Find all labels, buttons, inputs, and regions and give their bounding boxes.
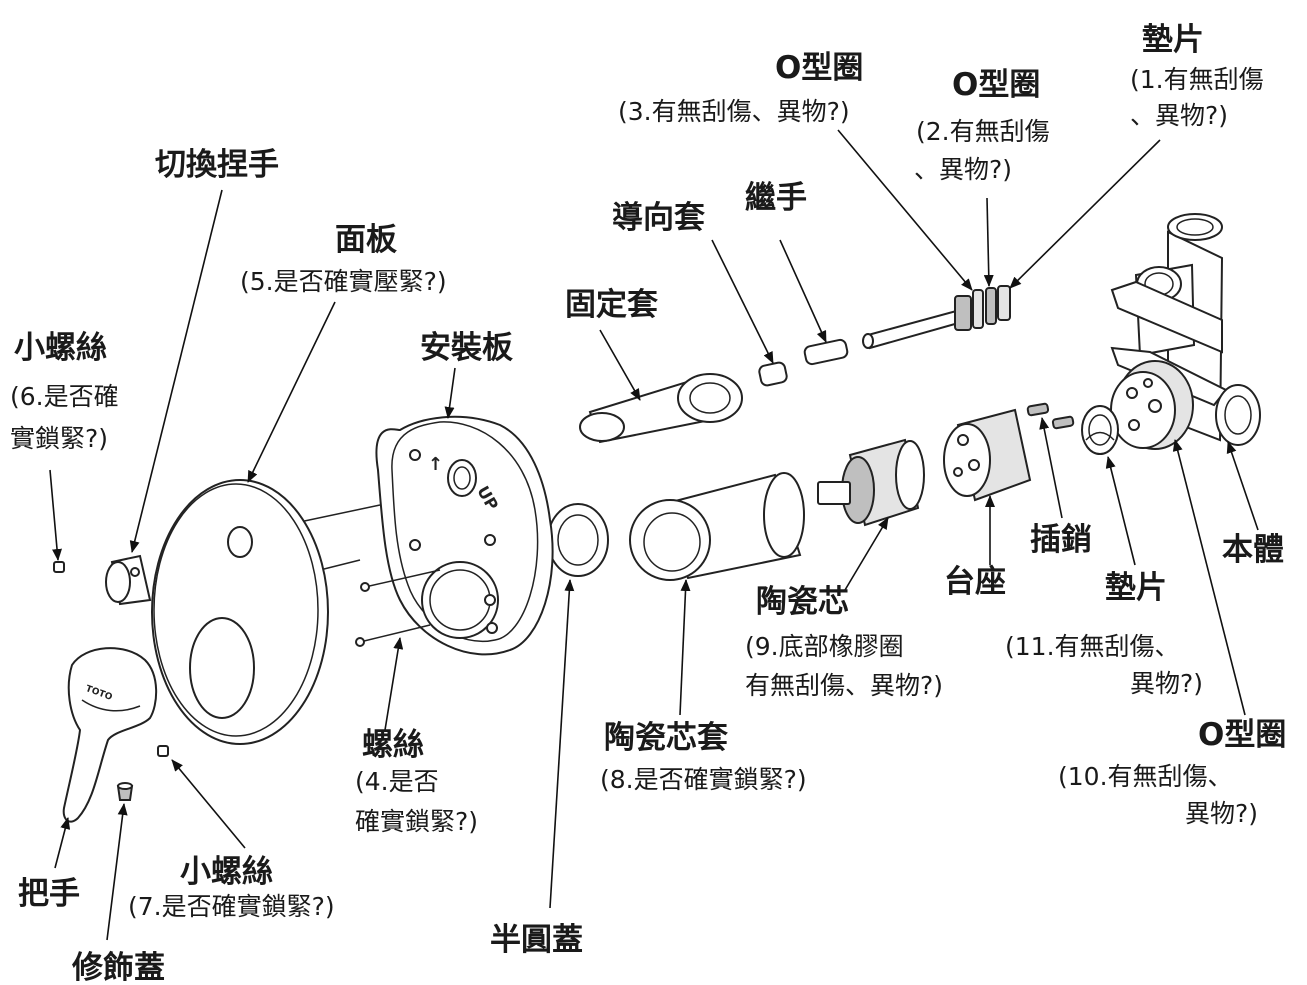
label-dianpian-11-note1: (11.有無刮傷、 — [1005, 632, 1180, 661]
guide-sleeve-part — [758, 361, 788, 387]
label-fixing-sleeve: 固定套 — [565, 287, 658, 323]
leader-trim-cap — [106, 803, 128, 941]
leader-oring-10 — [1172, 439, 1246, 716]
label-oring-2: O型圈 (2.有無刮傷 、異物?) — [914, 67, 1050, 184]
leader-lever — [54, 817, 71, 869]
label-pin: 插銷 — [1030, 522, 1092, 558]
half-cover-part — [547, 503, 609, 577]
spindle-part — [862, 285, 1011, 350]
label-lever: 把手 — [18, 876, 80, 912]
label-screw-4-note2: 確實鎖緊?) — [355, 807, 478, 836]
leader-dianpian-top — [1009, 139, 1161, 289]
label-dianpian-top-note2: 、異物?) — [1130, 101, 1228, 130]
leader-lines — [49, 129, 1259, 941]
part-labels: 墊片 (1.有無刮傷 、異物?) O型圈 (2.有無刮傷 、異物?) O型圈 (… — [10, 22, 1286, 985]
label-screw-4-name: 螺絲 — [362, 727, 424, 763]
label-oring-10: O型圈 (10.有無刮傷、 異物?) — [1058, 717, 1286, 828]
label-small-screw-6: 小螺絲 (6.是否確 實鎖緊?) — [10, 330, 119, 453]
leader-cartridge-sleeve — [679, 579, 691, 716]
small-screw-part — [53, 561, 169, 757]
label-oring-10-note1: (10.有無刮傷、 — [1058, 762, 1233, 791]
leader-connector — [779, 239, 827, 343]
leader-half-cover — [549, 579, 575, 909]
panel-part — [151, 479, 329, 745]
label-switch-handle: 切換捏手 — [155, 147, 279, 183]
label-guide-sleeve: 導向套 — [612, 200, 705, 236]
label-cartridge-sleeve-name: 陶瓷芯套 — [604, 720, 728, 756]
label-panel-note1: (5.是否確實壓緊?) — [240, 267, 447, 296]
label-trim-cap: 修飾蓋 — [71, 950, 165, 985]
lever-handle-part: TOTO — [62, 647, 158, 823]
label-dianpian-top: 墊片 (1.有無刮傷 、異物?) — [1130, 22, 1264, 130]
mounting-plate-part: UP ↑ — [375, 415, 554, 656]
label-half-cover: 半圓蓋 — [490, 922, 583, 958]
label-dianpian-top-note1: (1.有無刮傷 — [1130, 65, 1264, 94]
label-panel: 面板 (5.是否確實壓緊?) — [240, 222, 447, 296]
label-oring-3-note1: (3.有無刮傷、異物?) — [618, 97, 850, 126]
label-small-screw-7-note1: (7.是否確實鎖緊?) — [128, 892, 335, 921]
label-dianpian-11-note2: 異物?) — [1130, 669, 1203, 698]
seat-part — [943, 408, 1032, 502]
body-part — [1110, 213, 1261, 450]
label-cartridge-note2: 有無刮傷、異物?) — [745, 671, 943, 700]
label-cartridge-name: 陶瓷芯 — [756, 584, 849, 620]
leader-pin — [1039, 417, 1063, 519]
label-oring-2-note2: 、異物?) — [914, 155, 1012, 184]
label-small-screw-7: 小螺絲 (7.是否確實鎖緊?) — [128, 854, 335, 921]
label-dianpian-top-name: 墊片 — [1142, 22, 1204, 58]
leader-screw-4 — [384, 637, 404, 731]
label-cartridge-sleeve: 陶瓷芯套 (8.是否確實鎖緊?) — [600, 720, 807, 794]
fixing-sleeve-part — [579, 373, 743, 444]
leader-guide-sleeve — [711, 239, 774, 364]
label-small-screw-6-name: 小螺絲 — [14, 330, 107, 366]
leader-mounting-plate — [444, 367, 456, 419]
label-oring-3-name: O型圈 — [775, 50, 863, 86]
trim-cap-part — [116, 782, 134, 801]
leader-small-screw-6 — [49, 469, 63, 561]
label-small-screw-6-note2: 實鎖緊?) — [10, 424, 108, 453]
label-cartridge-sleeve-note1: (8.是否確實鎖緊?) — [600, 765, 807, 794]
label-oring-3: O型圈 (3.有無刮傷、異物?) — [618, 50, 863, 126]
leader-body — [1226, 441, 1259, 531]
label-mounting-plate: 安裝板 — [420, 330, 513, 366]
label-oring-2-name: O型圈 — [952, 67, 1040, 103]
label-screw-4-note1: (4.是否 — [355, 767, 439, 796]
leader-cartridge — [844, 517, 889, 591]
label-connector: 繼手 — [745, 180, 807, 216]
leader-small-screw-7 — [171, 759, 246, 849]
switch-knob-part — [105, 554, 152, 606]
connector-part — [803, 338, 849, 366]
label-body: 本體 — [1222, 532, 1284, 568]
label-small-screw-6-note1: (6.是否確 — [10, 382, 119, 411]
label-oring-2-note1: (2.有無刮傷 — [916, 117, 1050, 146]
label-cartridge: 陶瓷芯 (9.底部橡膠圈 有無刮傷、異物?) — [745, 584, 943, 700]
label-oring-10-note2: 異物?) — [1185, 799, 1258, 828]
plate-up-arrow: ↑ — [428, 454, 443, 475]
leader-fixing-sleeve — [599, 329, 641, 401]
ceramic-cartridge-part — [817, 438, 925, 527]
label-panel-name: 面板 — [335, 222, 397, 258]
leader-oring-3 — [837, 129, 973, 291]
label-seat: 台座 — [944, 564, 1006, 600]
leader-dianpian-11 — [1105, 456, 1136, 566]
label-small-screw-7-name: 小螺絲 — [180, 854, 273, 890]
gasket-ring-part — [1081, 405, 1119, 455]
label-cartridge-note1: (9.底部橡膠圈 — [745, 632, 904, 661]
label-dianpian-11-name: 墊片 — [1105, 570, 1167, 606]
label-dianpian-11: 墊片 (11.有無刮傷、 異物?) — [1005, 570, 1203, 698]
label-oring-10-name: O型圈 — [1198, 717, 1286, 753]
leader-oring-2 — [983, 197, 994, 287]
cartridge-sleeve-part — [629, 472, 805, 581]
leader-switch-handle — [129, 189, 223, 553]
long-screws-part — [290, 504, 441, 647]
pin-part — [1026, 402, 1075, 430]
label-screw-4: 螺絲 (4.是否 確實鎖緊?) — [355, 727, 478, 836]
leader-panel — [247, 301, 336, 483]
